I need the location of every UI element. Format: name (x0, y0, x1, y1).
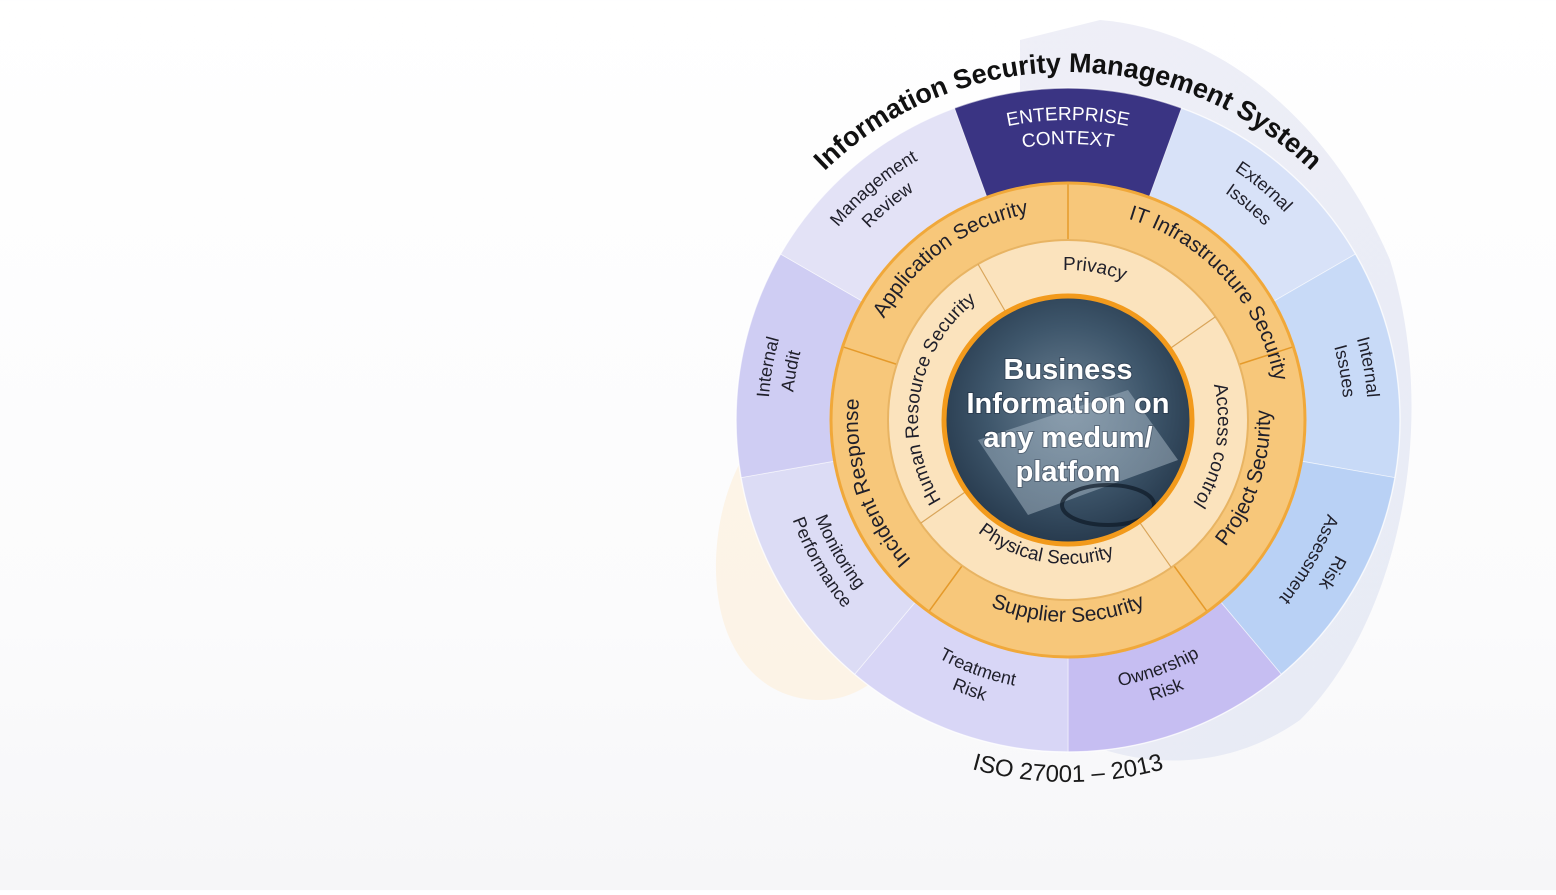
center-text-line-0: Business (1004, 354, 1133, 386)
center-photo-documents (978, 390, 1178, 515)
inner-divider (920, 490, 967, 524)
middle-divider (1173, 565, 1209, 613)
inner-divider (977, 263, 1007, 313)
center-border (941, 293, 1195, 547)
center-text-line-2: any medum/ (983, 422, 1152, 454)
outer-label-enterprise-1: CONTEXT (1021, 128, 1116, 153)
middle-divider (841, 345, 898, 366)
outer-ring (735, 87, 1401, 753)
middle-divider (1238, 345, 1295, 366)
middle-ring-outer-border (829, 181, 1307, 659)
inner-divider (1138, 521, 1172, 568)
diagram-footer: ISO 27001 – 2013 (970, 749, 1166, 788)
outer-segment-enterprise (954, 88, 1182, 197)
center-text-line-3: platfom (1016, 456, 1121, 488)
outer-ring-edge (735, 87, 1401, 753)
inner-divider (1169, 316, 1216, 350)
center-photo-glasses (1060, 483, 1156, 527)
center-circle (941, 293, 1195, 547)
middle-divider (927, 565, 963, 613)
center-text-line-1: Information on (967, 388, 1170, 420)
